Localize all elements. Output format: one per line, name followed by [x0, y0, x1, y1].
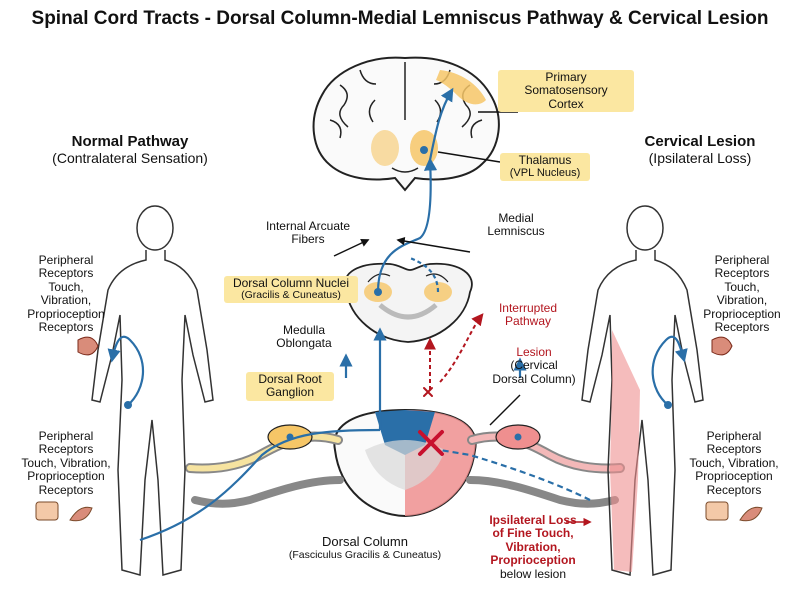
receptors-label-lower-right: Peripheral Receptors Touch, Vibration, P…	[676, 429, 792, 497]
primary-cortex-line-3: Cortex	[548, 96, 584, 111]
medial-lemniscus-line-1: Medial	[498, 211, 534, 225]
rur-5: Proprioception	[703, 306, 781, 321]
receptor-icon-skin-right	[705, 501, 763, 522]
receptor-node-right	[664, 401, 672, 409]
rll-2: Receptors	[38, 442, 94, 457]
interrupted-line-1: Interrupted	[498, 301, 558, 315]
cortex-highlight	[436, 70, 486, 105]
drg-line-2: Ganglion	[265, 385, 315, 400]
rlr-1: Peripheral	[706, 429, 762, 443]
lesion-heading: Cervical Lesion	[644, 133, 756, 150]
rul-2: Receptors	[38, 266, 94, 281]
rul-4: Vibration,	[40, 293, 92, 308]
dcn-node	[374, 288, 382, 296]
normal-heading: Normal Pathway	[71, 133, 189, 150]
lesion-label: Lesion (Cervical Dorsal Column)	[484, 345, 584, 386]
receptors-label-upper-left: Peripheral Receptors Touch, Vibration, P…	[16, 253, 116, 335]
right-leg-sensory-loss	[610, 330, 640, 572]
rul-3: Touch,	[48, 279, 84, 294]
dorsal-root-ganglion-label: Dorsal Root Ganglion	[246, 372, 334, 401]
receptors-label-upper-right: Peripheral Receptors Touch, Vibration, P…	[692, 253, 792, 335]
leader-lines	[333, 111, 592, 527]
medulla-section	[344, 262, 473, 343]
lesion-subheading: (Ipsilateral Loss)	[648, 149, 752, 166]
receptor-node-left	[124, 401, 132, 409]
ipsi-line-3: Vibration,	[505, 539, 561, 554]
medial-lemniscus-line-2: Lemniscus	[487, 224, 545, 239]
ipsi-line-4: Proprioception	[490, 553, 576, 568]
thalamus-label: Thalamus (VPL Nucleus)	[500, 153, 590, 181]
ganglion-node-right	[514, 433, 522, 441]
primary-cortex-label: Primary Somatosensory Cortex	[498, 70, 634, 113]
thalamus-text: Thalamus	[518, 153, 572, 167]
medulla-label: Medulla Oblongata	[264, 323, 344, 351]
interrupted-line-2: Pathway	[504, 314, 552, 329]
receptors-label-lower-left: Peripheral Receptors Touch, Vibration, P…	[8, 429, 124, 497]
body-figure-left	[91, 205, 214, 576]
ipsilateral-loss-label: Ipsilateral Loss of Fine Touch, Vibratio…	[478, 513, 588, 581]
ipsi-line-5: below lesion	[499, 566, 567, 581]
ipsi-line-2: of Fine Touch,	[492, 526, 574, 541]
rlr-4: Proprioception	[695, 469, 773, 484]
dorsal-column-text: Dorsal Column	[322, 534, 408, 549]
rlr-5: Receptors	[706, 482, 762, 497]
rul-5: Proprioception	[27, 306, 105, 321]
lesion-x-mark	[418, 430, 444, 456]
rll-3: Touch, Vibration,	[21, 455, 111, 470]
dorsal-column-nuclei-label: Dorsal Column Nuclei (Gracilis & Cuneatu…	[224, 276, 358, 304]
thalamus-node	[420, 146, 428, 154]
primary-cortex-line-1: Primary	[545, 70, 587, 84]
diagram-title: Spinal Cord Tracts - Dorsal Column-Media…	[31, 8, 769, 29]
vpl-text: (VPL Nucleus)	[509, 167, 581, 180]
rur-6: Receptors	[714, 320, 770, 335]
rll-1: Peripheral	[38, 429, 94, 443]
medial-lemniscus-label: Medial Lemniscus	[470, 211, 562, 239]
rul-1: Peripheral	[38, 253, 94, 267]
rlr-2: Receptors	[706, 442, 762, 457]
cervical-lesion-heading: Cervical Lesion (Ipsilateral Loss)	[610, 133, 790, 166]
rur-3: Touch,	[724, 279, 760, 294]
thalamus-left	[371, 130, 399, 166]
body-figure-right	[581, 205, 704, 576]
interrupted-pathway	[424, 313, 484, 390]
normal-subheading: (Contralateral Sensation)	[52, 149, 208, 166]
normal-pathway-heading: Normal Pathway (Contralateral Sensation)	[40, 133, 220, 166]
rlr-3: Touch, Vibration,	[689, 455, 779, 470]
receptor-icon-skin-left	[35, 501, 93, 522]
pathway-lines	[107, 87, 688, 542]
rur-2: Receptors	[714, 266, 770, 281]
ganglion-node-left	[286, 433, 294, 441]
lesion-small-x-mark	[423, 387, 433, 397]
receptor-icon-muscle-top-right	[711, 336, 733, 356]
dcn-text: Dorsal Column Nuclei	[232, 276, 350, 290]
spinal-cord-section	[333, 408, 477, 518]
primary-cortex-line-2: Somatosensory	[524, 83, 608, 98]
lesion-line-3: Dorsal Column)	[492, 371, 576, 386]
rur-1: Peripheral	[714, 253, 770, 267]
medulla-line-2: Oblongata	[276, 336, 332, 351]
internal-arcuate-label: Internal Arcuate Fibers	[248, 219, 368, 247]
medulla-line-1: Medulla	[282, 323, 326, 337]
rur-4: Vibration,	[716, 293, 768, 308]
ipsi-line-1: Ipsilateral Loss	[489, 513, 577, 527]
rul-6: Receptors	[38, 320, 94, 335]
brain-coronal-section	[312, 56, 500, 192]
fasciculus-text: (Fasciculus Gracilis & Cuneatus)	[288, 548, 442, 561]
lesion-line-2: (Cervical	[510, 358, 558, 373]
lesion-line-1: Lesion	[516, 345, 552, 359]
drg-line-1: Dorsal Root	[258, 372, 322, 386]
internal-arcuate-line-2: Fibers	[291, 232, 325, 247]
rll-4: Proprioception	[27, 469, 105, 484]
interrupted-pathway-label: Interrupted Pathway	[478, 301, 578, 329]
gracilis-cuneatus-text: (Gracilis & Cuneatus)	[241, 289, 341, 302]
internal-arcuate-line-1: Internal Arcuate	[265, 219, 351, 233]
dorsal-column-label: Dorsal Column (Fasciculus Gracilis & Cun…	[270, 534, 460, 561]
receptor-icon-muscle-top-left	[77, 336, 99, 356]
rll-5: Receptors	[38, 482, 94, 497]
